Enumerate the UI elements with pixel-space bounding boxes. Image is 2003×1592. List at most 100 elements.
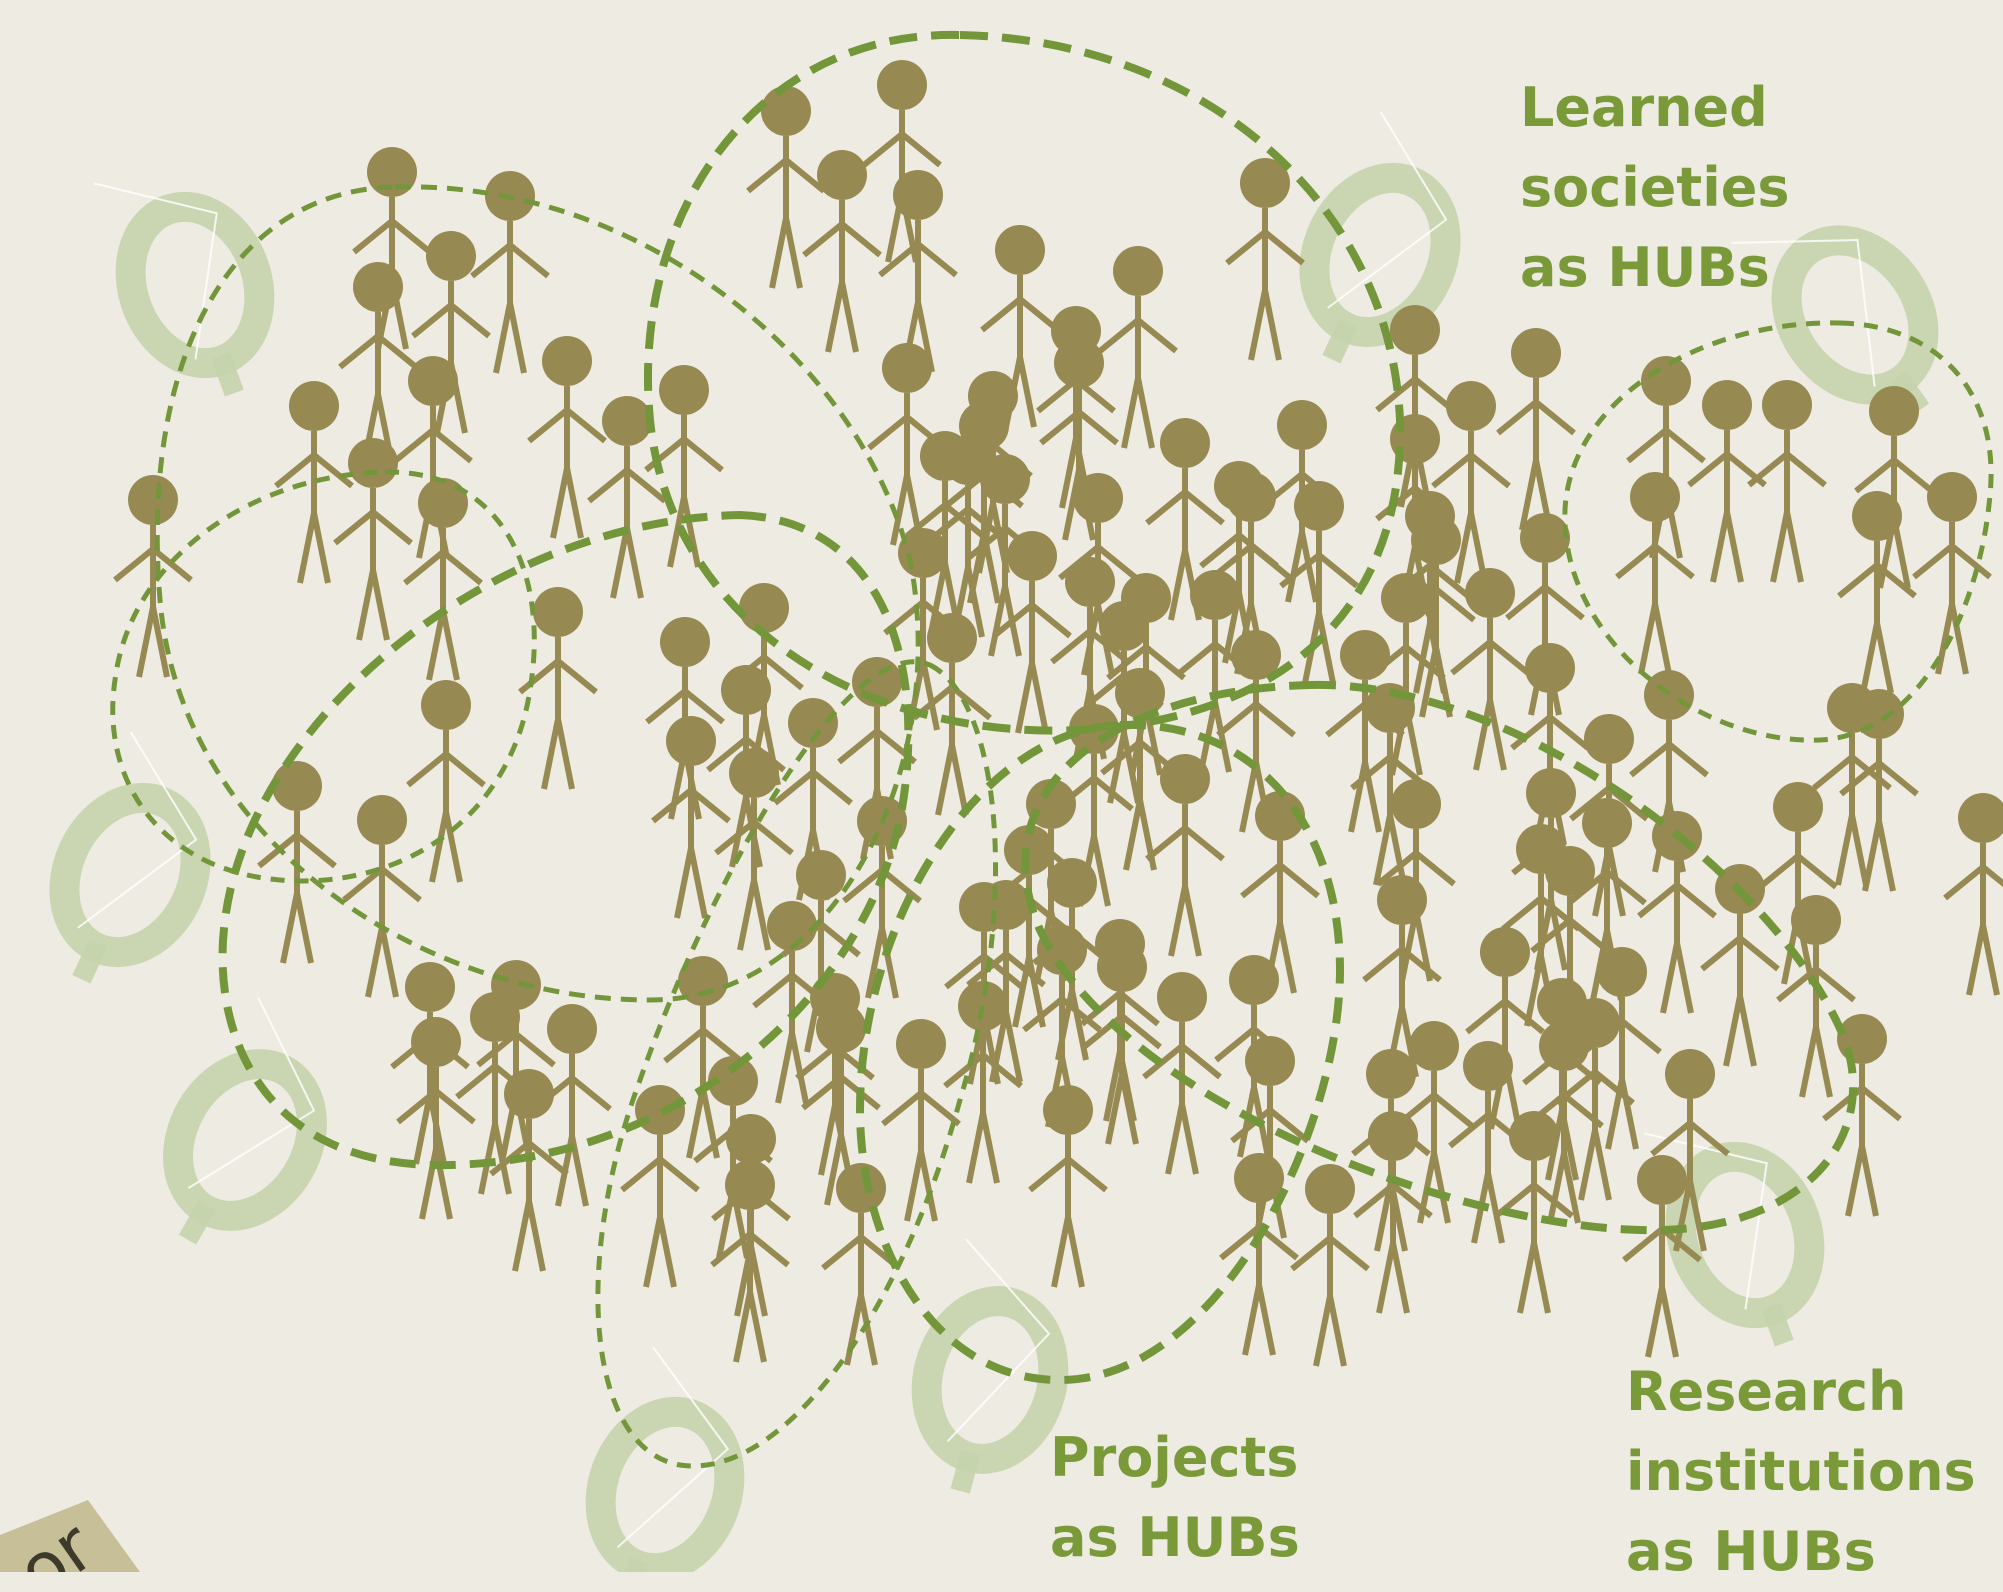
- person-icon: [1496, 328, 1576, 531]
- label-line: Learned: [1520, 76, 1768, 139]
- learned-societies-label: Learned societies as HUBs: [1520, 68, 1789, 308]
- person-icon: [1028, 1085, 1108, 1288]
- person-icon: [1854, 386, 1934, 589]
- person-icon: [1912, 472, 1992, 675]
- hub-ellipse: [154, 184, 921, 1003]
- person-icon: [644, 365, 724, 568]
- person-icon: [1747, 380, 1827, 583]
- person-icon: [1098, 246, 1178, 449]
- person-icon: [1216, 630, 1296, 833]
- person-icon: [651, 716, 731, 919]
- person-icon: [406, 680, 486, 883]
- person-icon: [1582, 947, 1662, 1150]
- label-line: Research: [1626, 1360, 1907, 1423]
- person-icon: [1776, 895, 1856, 1098]
- person-icon: [403, 478, 483, 681]
- person-icon: [518, 587, 598, 790]
- project-hub: [595, 659, 998, 1469]
- person-icon: [1626, 356, 1706, 559]
- person-icon: [338, 262, 418, 465]
- person-icon: [1510, 643, 1590, 846]
- research-institutions-label: Research institutions as HUBs: [1626, 1352, 1976, 1592]
- research-hub: [1021, 680, 1858, 1235]
- person-icon: [476, 960, 556, 1163]
- person-icon: [1687, 380, 1767, 583]
- person-icon: [928, 435, 1008, 638]
- label-line: Projects: [1050, 1426, 1299, 1489]
- person-icon: [1494, 1111, 1574, 1314]
- person-icon: [1175, 570, 1255, 773]
- person-icon: [489, 1069, 569, 1272]
- corner-tab: or: [0, 1500, 140, 1572]
- people-layer: [113, 60, 2003, 1367]
- hub-ellipse-layer: [110, 30, 1994, 1469]
- hub-ellipse: [218, 510, 913, 1170]
- hub-ellipse: [110, 469, 537, 884]
- person-icon: [1465, 927, 1545, 1130]
- person-icon: [821, 1163, 901, 1366]
- person-icon: [1145, 754, 1225, 957]
- person-icon: [881, 1019, 961, 1222]
- project-hub-large: [855, 720, 1345, 1385]
- person-icon: [1569, 714, 1649, 917]
- person-icon: [1448, 1041, 1528, 1244]
- person-icon: [693, 1056, 773, 1259]
- person-icon: [113, 475, 193, 678]
- person-icon: [1290, 1164, 1370, 1367]
- person-icon: [1637, 811, 1717, 1014]
- person-icon: [1142, 972, 1222, 1175]
- person-icon: [992, 531, 1072, 734]
- person-icon: [878, 170, 958, 373]
- person-icon: [1362, 875, 1442, 1078]
- person-icon: [1032, 858, 1112, 1061]
- person-icon: [795, 973, 875, 1176]
- person-icon: [1084, 601, 1164, 804]
- label-line: as HUBs: [1520, 236, 1770, 299]
- person-icon: [620, 1085, 700, 1288]
- person-icon: [257, 761, 337, 964]
- person-icon: [333, 438, 413, 641]
- magnifier-watermark-icon: [585, 1346, 745, 1572]
- person-icon: [1943, 793, 2003, 996]
- magnifier-watermark-icon: [93, 182, 275, 397]
- person-icon: [1214, 955, 1294, 1158]
- label-line: as HUBs: [1050, 1506, 1300, 1569]
- person-icon: [1431, 381, 1511, 584]
- person-icon: [1524, 1021, 1604, 1224]
- person-icon: [1219, 1153, 1299, 1356]
- person-icon: [1615, 472, 1695, 675]
- label-line: institutions: [1626, 1440, 1976, 1503]
- person-icon: [724, 583, 804, 786]
- projects-label: Projects as HUBs: [1050, 1418, 1300, 1578]
- person-icon: [1279, 481, 1359, 684]
- person-icon: [1650, 1049, 1730, 1252]
- label-line: societies: [1520, 156, 1790, 219]
- label-line: as HUBs: [1626, 1520, 1876, 1583]
- person-icon: [980, 225, 1060, 428]
- person-icon: [587, 396, 667, 599]
- person-icon: [746, 86, 826, 289]
- person-icon: [390, 962, 470, 1165]
- person-icon: [342, 795, 422, 998]
- person-icon: [1822, 1014, 1902, 1217]
- magnifier-watermark-icon: [163, 996, 327, 1245]
- person-icon: [1353, 1111, 1433, 1314]
- person-icon: [1100, 668, 1180, 871]
- person-icon: [862, 60, 942, 263]
- learned-society-hub-a: [644, 30, 1405, 735]
- person-icon: [352, 147, 432, 350]
- person-icon: [1450, 568, 1530, 771]
- person-icon: [1812, 683, 1892, 886]
- person-icon: [393, 356, 473, 559]
- person-icon: [1837, 491, 1917, 694]
- research-hub-right: [1562, 320, 1994, 743]
- person-icon: [274, 381, 354, 584]
- magnifier-watermark-icon: [1643, 1132, 1825, 1347]
- person-icon: [802, 150, 882, 353]
- magnifier-watermark-icon: [49, 731, 211, 984]
- person-icon: [1325, 630, 1405, 833]
- magnifier-watermark-icon: [1299, 111, 1461, 364]
- person-icon: [1225, 158, 1305, 361]
- person-icon: [1080, 919, 1160, 1122]
